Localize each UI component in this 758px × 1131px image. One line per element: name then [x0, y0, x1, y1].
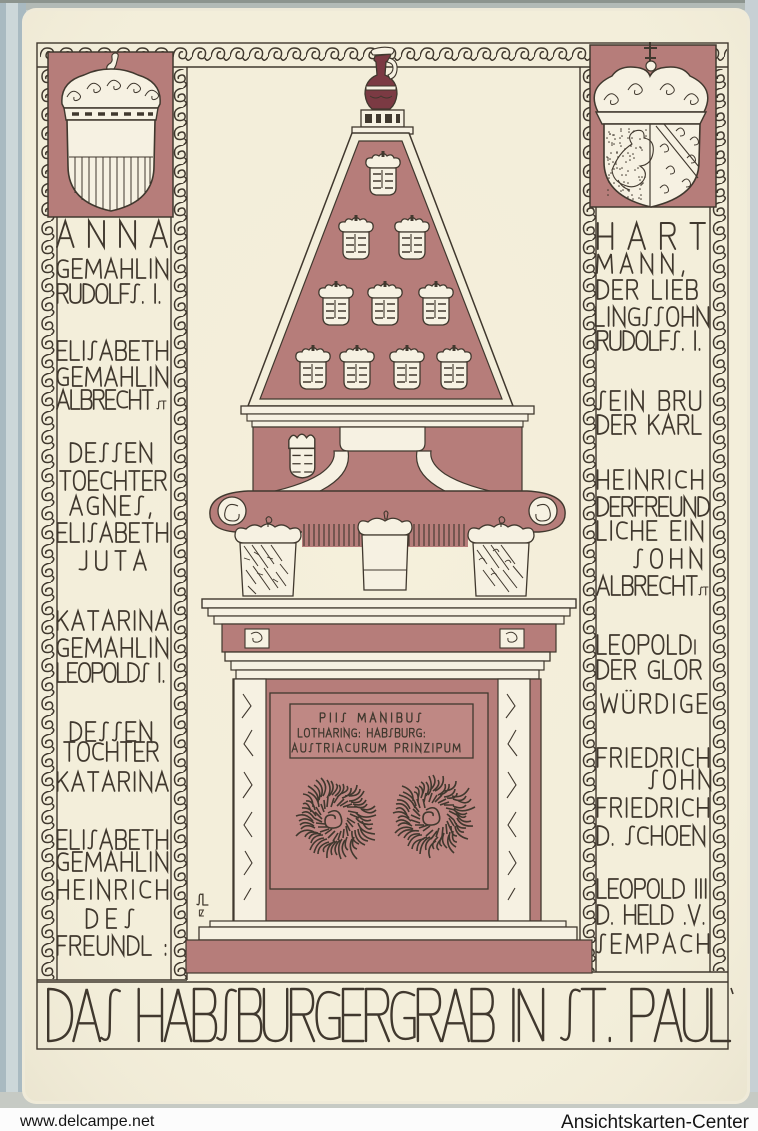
svg-text:www.delcampe.net: www.delcampe.net — [19, 1113, 155, 1130]
svg-text:Ansichtskarten-Center: Ansichtskarten-Center — [561, 1112, 750, 1131]
